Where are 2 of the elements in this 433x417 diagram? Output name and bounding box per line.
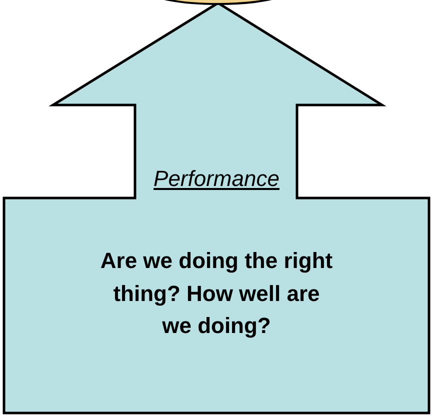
- question-text: Are we doing the right thing? How well are we doing?: [100, 247, 333, 340]
- heading-text: Performance: [152, 165, 280, 193]
